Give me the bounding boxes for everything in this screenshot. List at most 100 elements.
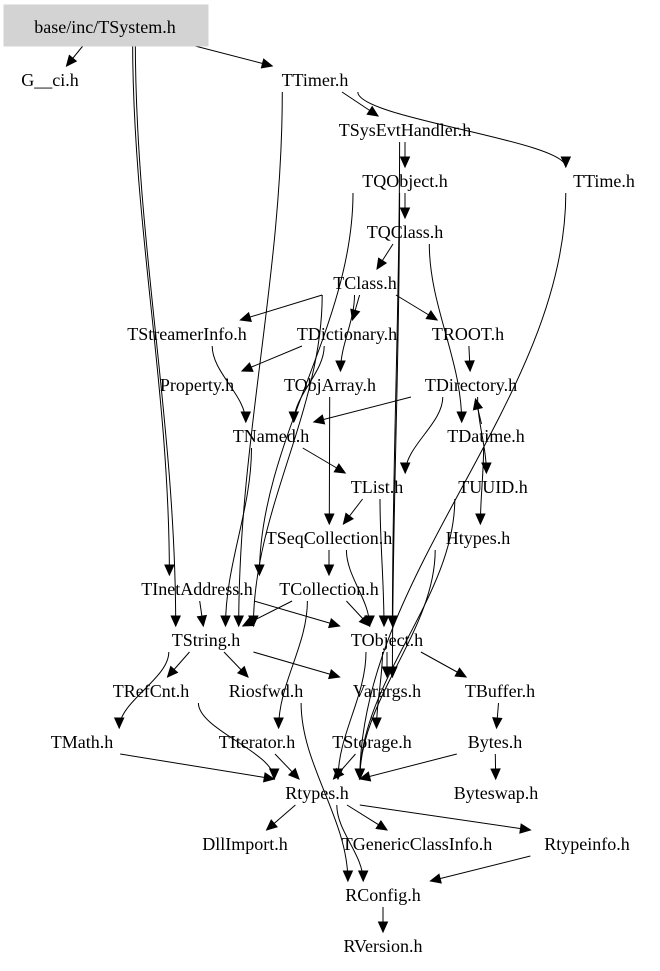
arrowhead-tqobject	[399, 156, 411, 169]
arrowhead-ttime	[560, 156, 572, 169]
arrowhead-tstreamerinfo	[239, 311, 252, 322]
arrowhead-varargs	[381, 666, 393, 679]
node-htypes[interactable]: Htypes.h	[446, 528, 511, 548]
edge-htypes-to-rtypes	[359, 549, 436, 780]
node-rtypeinfo[interactable]: Rtypeinfo.h	[544, 834, 630, 854]
node-tseqcollection[interactable]: TSeqCollection.h	[266, 528, 392, 548]
arrowhead-rconfig	[429, 873, 442, 884]
node-bytes[interactable]: Bytes.h	[468, 732, 523, 752]
node-ttime[interactable]: TTime.h	[573, 171, 635, 191]
node-label: TObjArray.h	[284, 375, 376, 395]
arrowhead-ttimer	[260, 58, 274, 69]
node-trefcnt[interactable]: TRefCnt.h	[113, 681, 190, 701]
node-g-ci[interactable]: G__ci.h	[21, 70, 79, 90]
edge-rtypeinfo-to-rconfig	[430, 855, 531, 882]
arrowhead-tnamed	[288, 411, 300, 424]
node-tstorage[interactable]: TStorage.h	[332, 732, 411, 752]
node-label: TSysEvtHandler.h	[339, 120, 472, 140]
arrowhead-tobjarray	[335, 360, 346, 373]
node-label: Rtypes.h	[285, 783, 349, 803]
root-node-box	[3, 4, 209, 47]
node-tobjarray[interactable]: TObjArray.h	[284, 375, 376, 395]
edge-tinetaddress-to-tobject	[253, 600, 340, 627]
node-tsysevthandler[interactable]: TSysEvtHandler.h	[339, 120, 472, 140]
node-label: base/inc/TSystem.h	[34, 17, 175, 37]
arrowhead-tstring	[220, 615, 231, 628]
arrowhead-tseqcollection	[342, 512, 354, 525]
node-tnamed[interactable]: TNamed.h	[233, 426, 309, 446]
node-label: Rtypeinfo.h	[544, 834, 630, 854]
node-varargs[interactable]: Varargs.h	[353, 681, 421, 701]
node-label: TList.h	[351, 477, 404, 497]
node-tcollection[interactable]: TCollection.h	[279, 579, 378, 599]
node-tgenericclassinfo[interactable]: TGenericClassInfo.h	[342, 834, 492, 854]
arrowhead-rversion	[377, 921, 389, 934]
arrowhead-tnamed	[312, 414, 326, 425]
edge-tqobject-to-tinetaddress	[258, 192, 354, 576]
node-tstring[interactable]: TString.h	[172, 630, 241, 650]
node-label: Htypes.h	[446, 528, 511, 548]
node-label: TRefCnt.h	[113, 681, 190, 701]
arrowhead-g-ci	[65, 54, 78, 67]
node-label: TDatime.h	[447, 426, 524, 446]
arrowhead-tsysevthandler	[366, 105, 380, 117]
node-label: TDictionary.h	[297, 324, 397, 344]
node-titerator[interactable]: TIterator.h	[219, 732, 295, 752]
edge-tsystem-to-tinetaddress	[132, 38, 170, 576]
node-label: TSeqCollection.h	[266, 528, 392, 548]
edge-tdictionary-to-property	[241, 345, 303, 372]
edge-ttime-to-rtypes	[359, 192, 567, 780]
node-rversion[interactable]: RVersion.h	[343, 936, 422, 956]
arrowhead-tdirectory	[472, 397, 484, 411]
node-tdatime[interactable]: TDatime.h	[447, 426, 524, 446]
node-tclass[interactable]: TClass.h	[333, 273, 397, 293]
node-label: TString.h	[172, 630, 241, 650]
node-label: TStreamerInfo.h	[127, 324, 246, 344]
node-tdirectory[interactable]: TDirectory.h	[425, 375, 517, 395]
node-rconfig[interactable]: RConfig.h	[345, 885, 421, 905]
edge-tuuid-to-rtypes	[359, 498, 456, 780]
edge-ttimer-to-tstring	[238, 91, 283, 627]
node-tsystem[interactable]: base/inc/TSystem.h	[3, 4, 209, 47]
node-tqclass[interactable]: TQClass.h	[367, 222, 444, 242]
arrowhead-rtypeinfo	[519, 823, 532, 834]
node-tobject[interactable]: TObject.h	[351, 630, 423, 650]
node-tqobject[interactable]: TQObject.h	[362, 171, 447, 191]
arrowhead-tclass	[376, 257, 388, 271]
node-tinetaddress[interactable]: TInetAddress.h	[141, 579, 252, 599]
edge-tqclass-to-tdatime	[428, 243, 463, 423]
node-tlist[interactable]: TList.h	[351, 477, 404, 497]
node-tmath[interactable]: TMath.h	[51, 732, 114, 752]
node-riosfwd[interactable]: Riosfwd.h	[229, 681, 304, 701]
node-label: TInetAddress.h	[141, 579, 252, 599]
node-tuuid[interactable]: TUUID.h	[458, 477, 528, 497]
arrowhead-titerator	[273, 717, 284, 730]
node-troot[interactable]: TROOT.h	[432, 324, 504, 344]
node-label: Riosfwd.h	[229, 681, 304, 701]
node-tbuffer[interactable]: TBuffer.h	[465, 681, 535, 701]
arrowhead-rtypes	[268, 768, 280, 781]
node-label: RVersion.h	[343, 936, 422, 956]
node-byteswap[interactable]: Byteswap.h	[454, 783, 539, 803]
node-property[interactable]: Property.h	[160, 375, 234, 395]
arrowhead-tcollection	[323, 564, 335, 577]
node-label: TUUID.h	[458, 477, 528, 497]
arrowhead-property	[240, 362, 254, 372]
arrowhead-rconfig	[342, 870, 354, 883]
node-ttimer[interactable]: TTimer.h	[282, 70, 349, 90]
edge-tqobject-to-varargs	[391, 192, 401, 678]
node-tdictionary[interactable]: TDictionary.h	[297, 324, 397, 344]
node-rtypes[interactable]: Rtypes.h	[285, 783, 349, 803]
arrowhead-tbuffer	[454, 667, 468, 678]
arrowhead-tobject	[378, 615, 390, 628]
edges-layer	[65, 38, 572, 934]
node-label: Byteswap.h	[454, 783, 539, 803]
node-label: Bytes.h	[468, 732, 523, 752]
node-tstreamerinfo[interactable]: TStreamerInfo.h	[127, 324, 246, 344]
node-label: TTime.h	[573, 171, 635, 191]
arrowhead-tqclass	[399, 207, 411, 220]
node-dllimport[interactable]: DllImport.h	[202, 834, 288, 854]
node-label: TClass.h	[333, 273, 397, 293]
node-label: TDirectory.h	[425, 375, 517, 395]
